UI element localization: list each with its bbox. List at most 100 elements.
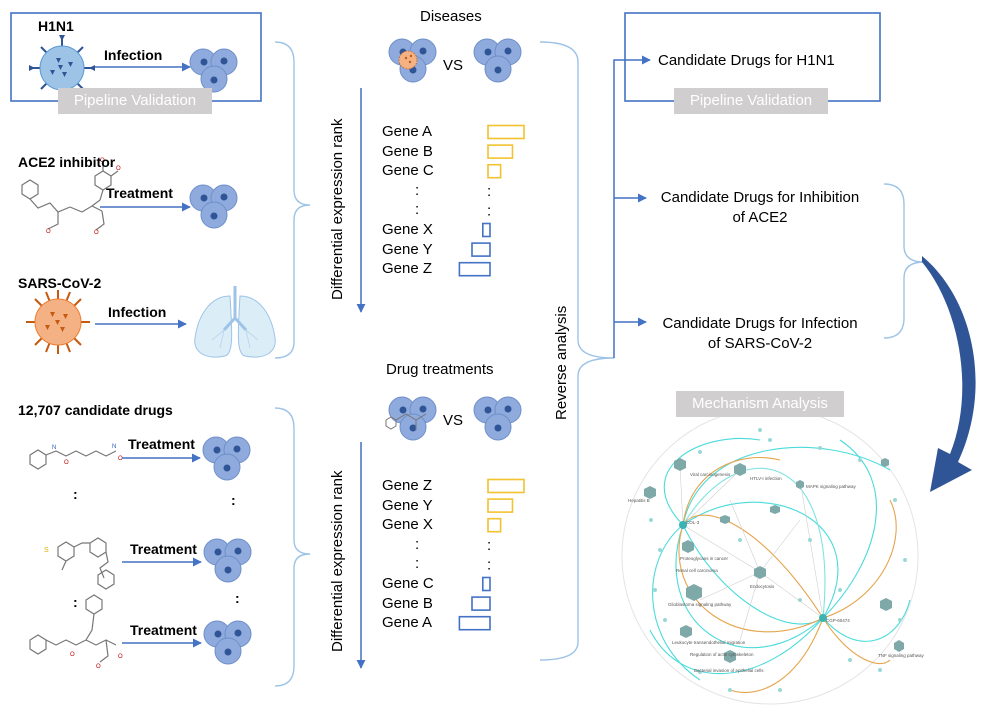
gene-bottom-3: Gene X <box>382 516 433 534</box>
node-n7-label: Endocytosis <box>750 584 775 589</box>
cand-h1n1-text: Candidate Drugs for H1N1 <box>658 52 835 69</box>
gene-list-bottom: Gene Z Gene Y Gene X : : Gene C Gene B G… <box>382 476 434 633</box>
bracket-reverse <box>539 41 615 661</box>
reverse-analysis-label: Reverse analysis <box>553 305 570 420</box>
svg-text:O: O <box>94 230 99 236</box>
top-bar-3 <box>487 163 502 179</box>
cand-sars-line1: Candidate Drugs for Infection <box>662 315 858 332</box>
top-bar-6 <box>481 222 491 238</box>
gene-bottom-4: : <box>415 535 420 553</box>
node-n4-label: Hepatitis B <box>628 498 650 503</box>
gene-top-1: Gene A <box>382 123 433 140</box>
ellipsis-left-2: : <box>73 594 78 610</box>
cand-ace2-line1: Candidate Drugs for Inhibition <box>660 189 860 206</box>
svg-text:O: O <box>118 654 123 660</box>
bottom-bar-2 <box>487 498 514 513</box>
ace2-molecule-icon <box>21 164 119 231</box>
cand-sars-text: Candidate Drugs for Infection of SARS-Co… <box>640 314 880 354</box>
gene-bottom-1: Gene Z <box>382 477 433 494</box>
treated-cells-icon <box>385 396 437 441</box>
bottom-dots-4: : <box>487 537 491 554</box>
top-dots-5: : <box>487 202 491 219</box>
node-n12-label: TNF signaling pathway <box>878 653 925 658</box>
bottom-bar-1 <box>487 478 525 494</box>
pipeline-validation-badge-right: Pipeline Validation <box>674 88 828 114</box>
gene-bottom-8: Gene A <box>382 614 433 632</box>
svg-text:O: O <box>118 456 123 462</box>
node-n3-label: MAPK signaling pathway <box>806 484 857 489</box>
diseases-title: Diseases <box>420 8 482 25</box>
gene-top-3: Gene C <box>382 162 434 180</box>
gene-top-6: Gene X <box>382 220 433 238</box>
svg-text:O: O <box>96 664 101 670</box>
node-n11-label: Bacterial invasion of epithelial cells <box>694 668 764 673</box>
node-n1-label: Viral carcinogenesis <box>690 472 731 477</box>
gene-top-5: : <box>415 201 420 219</box>
mechanism-network: COL-3 CGP-60474 Viral carcinogenesis HTL… <box>621 407 925 705</box>
drug2-cells <box>203 538 252 583</box>
bottom-bar-7 <box>471 596 491 611</box>
ellipsis-right-2: : <box>235 590 240 606</box>
bottom-dots-5: : <box>487 556 491 573</box>
cand-ace2-text: Candidate Drugs for Inhibition of ACE2 <box>640 188 880 228</box>
lungs-icon <box>194 286 276 358</box>
gene-bottom-7: Gene B <box>382 594 433 612</box>
svg-text:N: N <box>52 445 56 451</box>
bracket-top-left <box>274 41 311 359</box>
node-hub2-label: CGP-60474 <box>826 618 850 623</box>
drug3-molecule-icon <box>29 594 117 663</box>
svg-text:O: O <box>70 652 75 658</box>
drug-treatments-title: Drug treatments <box>386 361 494 378</box>
gene-top-7: Gene Y <box>382 240 433 258</box>
node-n6-label: Renal cell carcinoma <box>676 568 718 573</box>
gene-bottom-6: Gene C <box>382 574 434 592</box>
drug3-cells <box>203 620 252 665</box>
infected-cells-icon <box>388 38 437 83</box>
h1n1-action: Infection <box>104 47 163 63</box>
rank-label-bottom: Differential expression rank <box>329 470 346 652</box>
top-bar-8 <box>458 261 491 277</box>
top-bar-1 <box>487 124 525 140</box>
svg-text:O: O <box>46 229 51 235</box>
drug2-action: Treatment <box>130 541 197 557</box>
top-dots-4: : <box>487 183 491 200</box>
h1n1-virus-icon <box>29 35 95 101</box>
top-bar-7 <box>471 242 491 257</box>
top-bar-2 <box>487 144 514 159</box>
gene-top-4: : <box>415 181 420 199</box>
bracket-candidates <box>883 183 925 339</box>
vs-label-top: VS <box>443 57 464 74</box>
gene-list-top: Gene A Gene B Gene C : : Gene X Gene Y G… <box>382 122 434 279</box>
gene-top-2: Gene B <box>382 142 433 160</box>
drug1-cells <box>202 436 251 481</box>
bottom-bar-3 <box>487 517 502 533</box>
h1n1-title: H1N1 <box>38 18 74 34</box>
gene-bars-top: :: <box>458 124 525 277</box>
gene-bottom-2: Gene Y <box>382 496 433 514</box>
vs-label-bottom: VS <box>443 412 464 429</box>
node-hub1-label: COL-3 <box>686 520 700 525</box>
cand-sars-line2: of SARS-CoV-2 <box>707 335 813 352</box>
gene-top-8: Gene Z <box>382 260 433 278</box>
svg-text:N: N <box>112 444 116 450</box>
ace2-cells <box>189 184 238 229</box>
sars-title: SARS-CoV-2 <box>18 275 102 291</box>
svg-text:O: O <box>100 158 105 164</box>
pipeline-validation-badge-left: Pipeline Validation <box>58 88 212 114</box>
curved-arrow-icon <box>922 256 976 492</box>
drug2-molecule-icon <box>57 537 115 590</box>
h1n1-cells <box>189 48 238 93</box>
ace2-title: ACE2 inhibitor <box>18 154 116 170</box>
bottom-bar-6 <box>481 576 491 592</box>
svg-text:S: S <box>44 547 49 554</box>
cand-ace2-line2: of ACE2 <box>732 209 788 226</box>
ellipsis-left-1: : <box>73 486 78 502</box>
sars-action: Infection <box>108 304 167 320</box>
rank-label-top: Differential expression rank <box>329 118 346 300</box>
node-n5-label: Proteoglycans in cancer <box>680 556 729 561</box>
candidate-drugs-title: 12,707 candidate drugs <box>18 402 173 418</box>
control-cells-icon <box>473 396 522 441</box>
